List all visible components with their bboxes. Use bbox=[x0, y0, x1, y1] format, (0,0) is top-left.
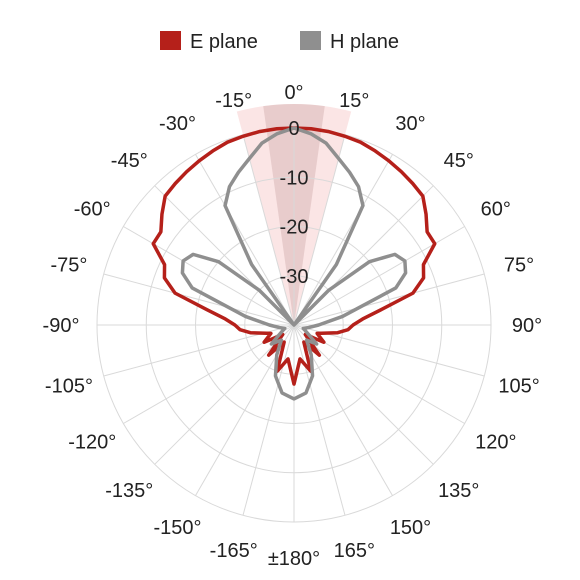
legend-label: H plane bbox=[330, 31, 399, 53]
angle-tick-label: 120° bbox=[475, 432, 516, 454]
grid-spoke-330 bbox=[195, 154, 295, 326]
radial-tick-label: -10 bbox=[280, 167, 309, 189]
angle-tick-label: 75° bbox=[504, 255, 534, 277]
angle-tick-label: -15° bbox=[215, 90, 252, 112]
radial-tick-label: -20 bbox=[280, 217, 309, 239]
grid-spoke-345 bbox=[242, 134, 295, 326]
radial-tick-label: 0 bbox=[288, 118, 299, 140]
angle-tick-label: -135° bbox=[105, 480, 153, 502]
angle-tick-label: -45° bbox=[111, 150, 148, 172]
legend-label: E plane bbox=[190, 31, 258, 53]
angle-tick-label: 105° bbox=[498, 375, 539, 397]
angle-tick-label: 45° bbox=[444, 150, 474, 172]
angle-tick-label: -165° bbox=[210, 540, 258, 562]
angle-tick-label: -105° bbox=[45, 375, 93, 397]
angle-tick-label: -75° bbox=[50, 255, 87, 277]
grid-spoke-15 bbox=[293, 134, 346, 326]
legend-swatch bbox=[300, 31, 321, 50]
angle-tick-label: 30° bbox=[395, 113, 425, 135]
angle-tick-label: -90° bbox=[43, 315, 80, 337]
angle-labels: 0° 15° 30° 45° 60° 75° 90° 105° 120° 135° 150° 165°… bbox=[43, 82, 543, 570]
grid-spoke-30 bbox=[293, 154, 393, 326]
angle-tick-label: 15° bbox=[339, 90, 369, 112]
angle-tick-label: -120° bbox=[68, 432, 116, 454]
grid-spoke-195 bbox=[242, 324, 295, 516]
angle-tick-label: 135° bbox=[438, 480, 479, 502]
angle-tick-label: 90° bbox=[512, 315, 542, 337]
angle-tick-label: 0° bbox=[284, 82, 303, 104]
series-line-h-plane bbox=[180, 126, 408, 401]
legend: E plane H plane bbox=[160, 31, 399, 53]
angle-tick-label: 60° bbox=[481, 199, 511, 221]
grid-spoke-135 bbox=[293, 324, 434, 465]
angle-tick-label: ±180° bbox=[268, 548, 320, 570]
radial-labels: 0 -10 -20 -30 bbox=[280, 118, 309, 288]
grid-spoke-285 bbox=[103, 273, 295, 326]
angle-tick-label: 165° bbox=[334, 540, 375, 562]
grid-spoke-165 bbox=[293, 324, 346, 516]
legend-swatch bbox=[160, 31, 181, 50]
angle-tick-label: -150° bbox=[153, 517, 201, 539]
angle-tick-label: 150° bbox=[390, 517, 431, 539]
grid-spoke-225 bbox=[154, 324, 295, 465]
grid-spoke-75 bbox=[293, 273, 485, 326]
angle-tick-label: -30° bbox=[159, 113, 196, 135]
radial-tick-label: -30 bbox=[280, 266, 309, 288]
series-layer bbox=[151, 126, 437, 401]
angle-tick-label: -60° bbox=[74, 199, 111, 221]
